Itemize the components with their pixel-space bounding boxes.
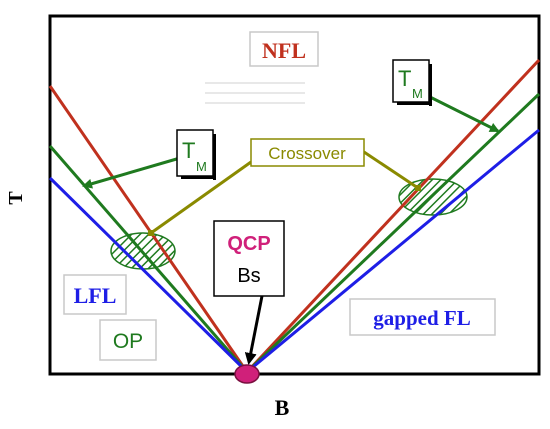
tm-right-label-main: T bbox=[398, 66, 411, 91]
op-label: OP bbox=[113, 330, 143, 353]
qcp-label: QCP bbox=[227, 233, 270, 255]
nfl-label-box: NFL bbox=[249, 31, 319, 67]
tm-left-label-sub: M bbox=[196, 159, 207, 174]
gapped-fl-label-box: gapped FL bbox=[349, 298, 496, 336]
tm-line-right bbox=[245, 92, 541, 374]
tm-left-label-main: T bbox=[182, 138, 195, 163]
lfl-label: LFL bbox=[74, 283, 117, 308]
tm-left-label-box: T M bbox=[176, 129, 216, 180]
qcp-label-box: QCP Bs bbox=[213, 220, 285, 297]
crossover-connector-left bbox=[148, 160, 252, 236]
op-label-box: OP bbox=[99, 319, 157, 361]
tm-left-arrow bbox=[82, 156, 181, 189]
background-dots bbox=[205, 82, 305, 104]
crossover-label-box: Crossover bbox=[250, 138, 365, 167]
x-axis-label: B bbox=[275, 395, 290, 420]
tm-right-label-box: T M bbox=[392, 59, 432, 106]
qcp-point bbox=[234, 364, 260, 384]
gap-line-right bbox=[246, 128, 540, 374]
crossover-connector-right bbox=[363, 150, 421, 191]
nfl-boundary-right bbox=[245, 58, 541, 374]
nfl-label: NFL bbox=[262, 38, 306, 63]
nfl-boundary-left bbox=[48, 85, 249, 373]
lfl-label-box: LFL bbox=[63, 274, 127, 315]
gap-line-left bbox=[48, 176, 249, 374]
crossover-label: Crossover bbox=[268, 144, 346, 163]
tm-right-label-sub: M bbox=[412, 86, 423, 101]
bs-label: Bs bbox=[237, 265, 260, 287]
gapped-fl-label: gapped FL bbox=[373, 306, 470, 330]
y-axis-label: T bbox=[5, 191, 27, 205]
plot-frame bbox=[48, 14, 541, 376]
tm-right-arrow bbox=[427, 94, 500, 133]
bs-arrow bbox=[244, 295, 264, 365]
